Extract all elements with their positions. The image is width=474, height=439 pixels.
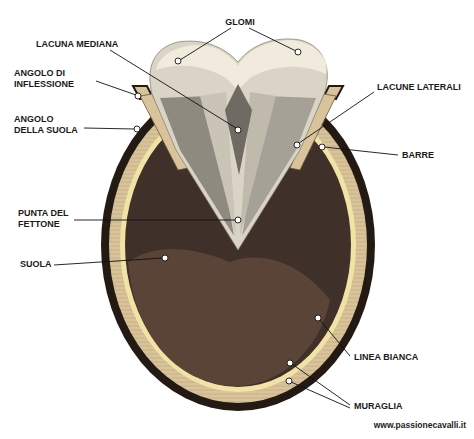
part-label: PUNTA DEL FETTONE [18, 208, 82, 230]
part-label: LACUNA MEDIANA [36, 39, 118, 50]
part-label: ANGOLO DELLA SUOLA [14, 114, 82, 136]
part-label: MURAGLIA [354, 401, 403, 412]
part-label: LINEA BIANCA [354, 352, 418, 363]
part-label: BARRE [402, 150, 434, 161]
part-label: SUOLA [20, 259, 52, 270]
watermark: www.passionecavalli.it [374, 420, 466, 431]
part-label: GLOMI [225, 17, 255, 28]
part-label: LACUNE LATERALI [377, 82, 461, 93]
part-label: ANGOLO DI INFLESSIONE [14, 68, 82, 90]
